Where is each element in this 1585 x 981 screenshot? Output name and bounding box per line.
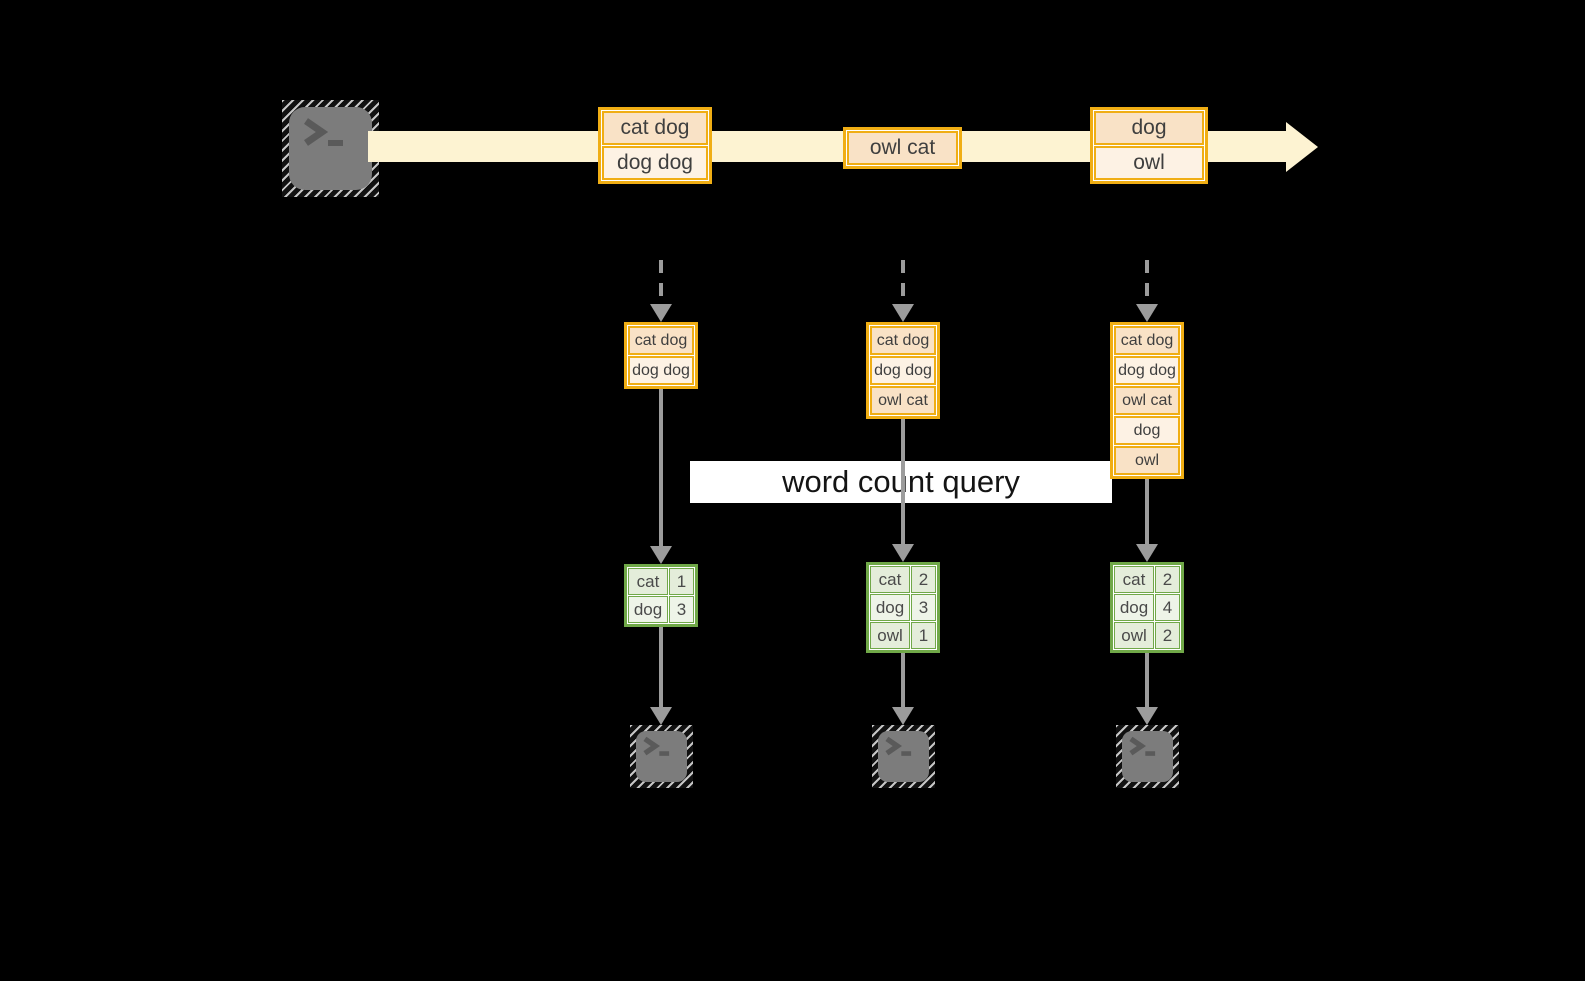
word-cell: owl <box>1114 622 1154 649</box>
word-cell: dog <box>628 596 668 623</box>
arrow-line <box>659 624 663 707</box>
arrow-head-icon <box>892 707 914 725</box>
count-cell: 2 <box>911 566 936 593</box>
state-row: cat dog <box>1114 326 1180 355</box>
word-cell: cat <box>628 568 668 595</box>
state-row: dog dog <box>628 356 694 385</box>
state-row: dog dog <box>870 356 936 385</box>
result-table-3: cat 2 dog 4 owl 2 <box>1110 562 1184 653</box>
event-row: dog <box>1094 111 1204 145</box>
word-cell: dog <box>870 594 910 621</box>
event-row: dog dog <box>602 146 708 180</box>
terminal-icon <box>289 107 372 190</box>
state-stack-2: cat dog dog dog owl cat <box>866 322 940 419</box>
arrow-head-icon <box>1136 544 1158 562</box>
dashed-arrow-head-icon <box>650 304 672 322</box>
arrow-line <box>659 385 663 546</box>
state-stack-3: cat dog dog dog owl cat dog owl <box>1110 322 1184 479</box>
dashed-arrow-line <box>901 260 905 302</box>
event-row: owl cat <box>847 131 958 165</box>
terminal-source-icon <box>282 100 379 197</box>
terminal-output-icon-1 <box>630 725 693 788</box>
terminal-prompt-icon <box>304 118 343 146</box>
state-row: dog <box>1114 416 1180 445</box>
state-row: owl cat <box>870 386 936 415</box>
terminal-prompt-icon <box>643 736 670 756</box>
state-row: dog dog <box>1114 356 1180 385</box>
arrow-line <box>901 410 905 544</box>
terminal-output-icon-3 <box>1116 725 1179 788</box>
terminal-prompt-icon <box>1129 736 1156 756</box>
state-row: cat dog <box>870 326 936 355</box>
word-cell: owl <box>870 622 910 649</box>
stream-event-1: cat dog dog dog <box>598 107 712 184</box>
arrow-head-icon <box>650 546 672 564</box>
event-row: owl <box>1094 146 1204 180</box>
count-cell: 2 <box>1155 622 1180 649</box>
dashed-arrow-head-icon <box>1136 304 1158 322</box>
stream-timeline-arrowhead-icon <box>1286 122 1318 172</box>
count-cell: 1 <box>669 568 694 595</box>
count-cell: 1 <box>911 622 936 649</box>
arrow-head-icon <box>650 707 672 725</box>
arrow-line <box>1145 478 1149 544</box>
word-cell: cat <box>870 566 910 593</box>
count-cell: 3 <box>669 596 694 623</box>
terminal-prompt-icon <box>885 736 912 756</box>
state-row: cat dog <box>628 326 694 355</box>
word-cell: cat <box>1114 566 1154 593</box>
count-cell: 3 <box>911 594 936 621</box>
state-stack-1: cat dog dog dog <box>624 322 698 389</box>
state-row: owl <box>1114 446 1180 475</box>
result-table-1: cat 1 dog 3 <box>624 564 698 627</box>
terminal-output-icon-2 <box>872 725 935 788</box>
event-row: cat dog <box>602 111 708 145</box>
arrow-line <box>901 653 905 707</box>
word-cell: dog <box>1114 594 1154 621</box>
arrow-head-icon <box>1136 707 1158 725</box>
stream-event-3: dog owl <box>1090 107 1208 184</box>
result-table-2: cat 2 dog 3 owl 1 <box>866 562 940 653</box>
count-cell: 4 <box>1155 594 1180 621</box>
arrow-line <box>1145 653 1149 707</box>
dashed-arrow-line <box>659 260 663 302</box>
dashed-arrow-head-icon <box>892 304 914 322</box>
arrow-head-icon <box>892 544 914 562</box>
state-row: owl cat <box>1114 386 1180 415</box>
count-cell: 2 <box>1155 566 1180 593</box>
stream-event-2: owl cat <box>843 127 962 169</box>
dashed-arrow-line <box>1145 260 1149 302</box>
